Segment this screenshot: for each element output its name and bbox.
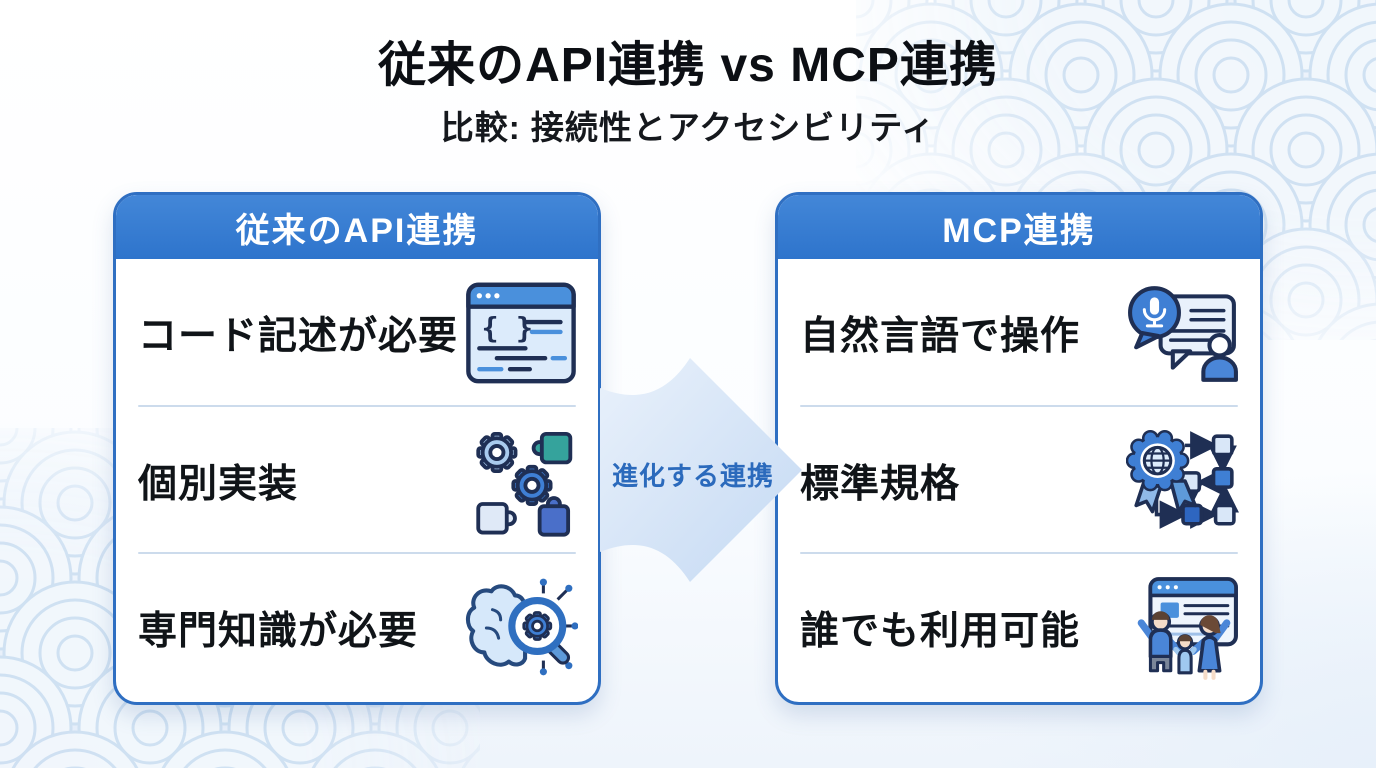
code-window-icon: { }	[462, 273, 580, 393]
list-item: 専門知識が必要	[116, 554, 598, 702]
row-label-natural-language: 自然言語で操作	[800, 314, 1081, 358]
voice-chat-icon	[1124, 273, 1242, 393]
evolution-arrow-label: 進化する連携	[611, 461, 774, 491]
title-block: 従来のAPI連携 vs MCP連携 比較: 接続性とアクセシビリティ	[0, 38, 1376, 149]
list-item: コード記述が必要 { }	[116, 259, 598, 407]
standard-badge-icon	[1124, 421, 1242, 541]
card-mcp: MCP連携 自然言語で操作	[775, 192, 1263, 705]
card-mcp-body: 自然言語で操作	[778, 259, 1260, 702]
card-traditional-api: 従来のAPI連携 コード記述が必要 { }	[113, 192, 601, 705]
list-item: 標準規格	[778, 407, 1260, 555]
page-title: 従来のAPI連携 vs MCP連携	[378, 39, 998, 92]
gears-puzzle-icon	[462, 421, 580, 541]
row-label-individual-impl: 個別実装	[138, 462, 299, 506]
list-item: 個別実装	[116, 407, 598, 555]
brain-search-icon	[462, 568, 580, 688]
list-item: 誰でも利用可能	[778, 554, 1260, 702]
row-label-standard-spec: 標準規格	[800, 462, 961, 506]
list-item: 自然言語で操作	[778, 259, 1260, 407]
family-access-icon	[1124, 568, 1242, 688]
row-label-code-required: コード記述が必要	[138, 314, 459, 358]
row-label-expertise-required: 専門知識が必要	[138, 610, 419, 654]
braces-glyph: { }	[482, 311, 533, 344]
card-traditional-api-header: 従来のAPI連携	[116, 195, 598, 259]
page-subtitle: 比較: 接続性とアクセシビリティ	[440, 109, 936, 147]
card-mcp-header: MCP連携	[778, 195, 1260, 259]
card-traditional-api-body: コード記述が必要 { }	[116, 259, 598, 702]
row-label-anyone-can-use: 誰でも利用可能	[800, 610, 1081, 654]
evolution-arrow	[600, 346, 806, 594]
